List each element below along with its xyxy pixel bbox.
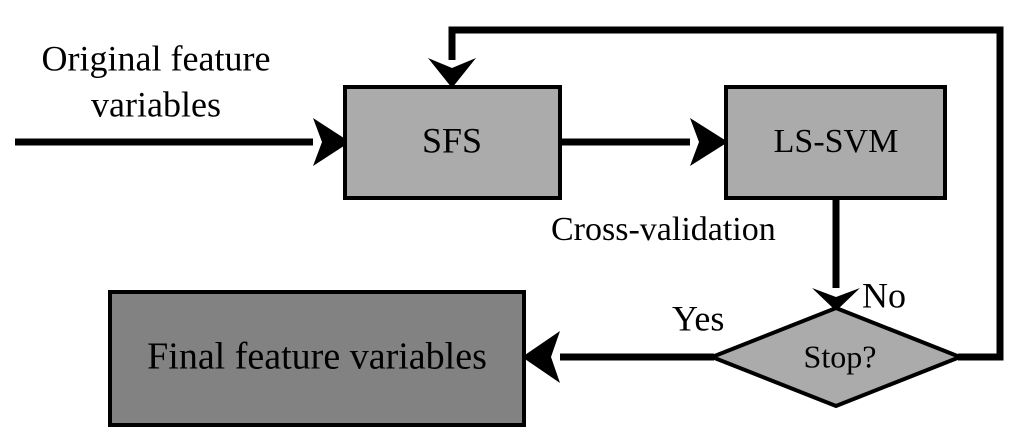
edge-stop-feedback-to-sfs <box>428 26 1004 361</box>
node-lssvm-box[interactable] <box>724 85 947 200</box>
node-sfs-box[interactable] <box>343 85 562 200</box>
edge-lssvm-to-stop <box>812 196 860 311</box>
edge-lssvm-stop-arrowhead <box>812 288 860 311</box>
label-no: No <box>862 275 906 315</box>
edge-input-to-sfs <box>15 118 350 166</box>
node-stop-label: Stop? <box>804 338 877 374</box>
edge-sfs-lssvm-arrowhead <box>690 118 728 166</box>
label-cross-validation: Cross-validation <box>551 211 776 248</box>
node-final-box[interactable] <box>108 290 526 427</box>
node-sfs-label: SFS <box>422 120 482 160</box>
label-input-line2: variables <box>91 84 221 124</box>
node-stop-decision[interactable]: Stop? <box>706 305 966 409</box>
edge-stop-final-arrowhead <box>522 331 560 383</box>
node-lssvm-label: LS-SVM <box>774 123 899 160</box>
node-final[interactable]: Final feature variables <box>108 290 526 427</box>
edge-feedback-arrowhead <box>428 58 476 88</box>
edge-input-arrowhead <box>313 118 350 166</box>
edge-feedback-line <box>448 26 1004 361</box>
node-lssvm[interactable]: LS-SVM <box>724 85 947 200</box>
label-yes: Yes <box>672 298 724 338</box>
node-sfs[interactable]: SFS <box>343 85 562 200</box>
label-input-line1: Original feature <box>42 38 271 78</box>
edge-sfs-to-lssvm <box>557 118 728 166</box>
node-stop-diamond[interactable] <box>706 305 966 409</box>
edge-stop-to-final <box>522 331 714 383</box>
node-final-label: Final feature variables <box>147 336 487 378</box>
